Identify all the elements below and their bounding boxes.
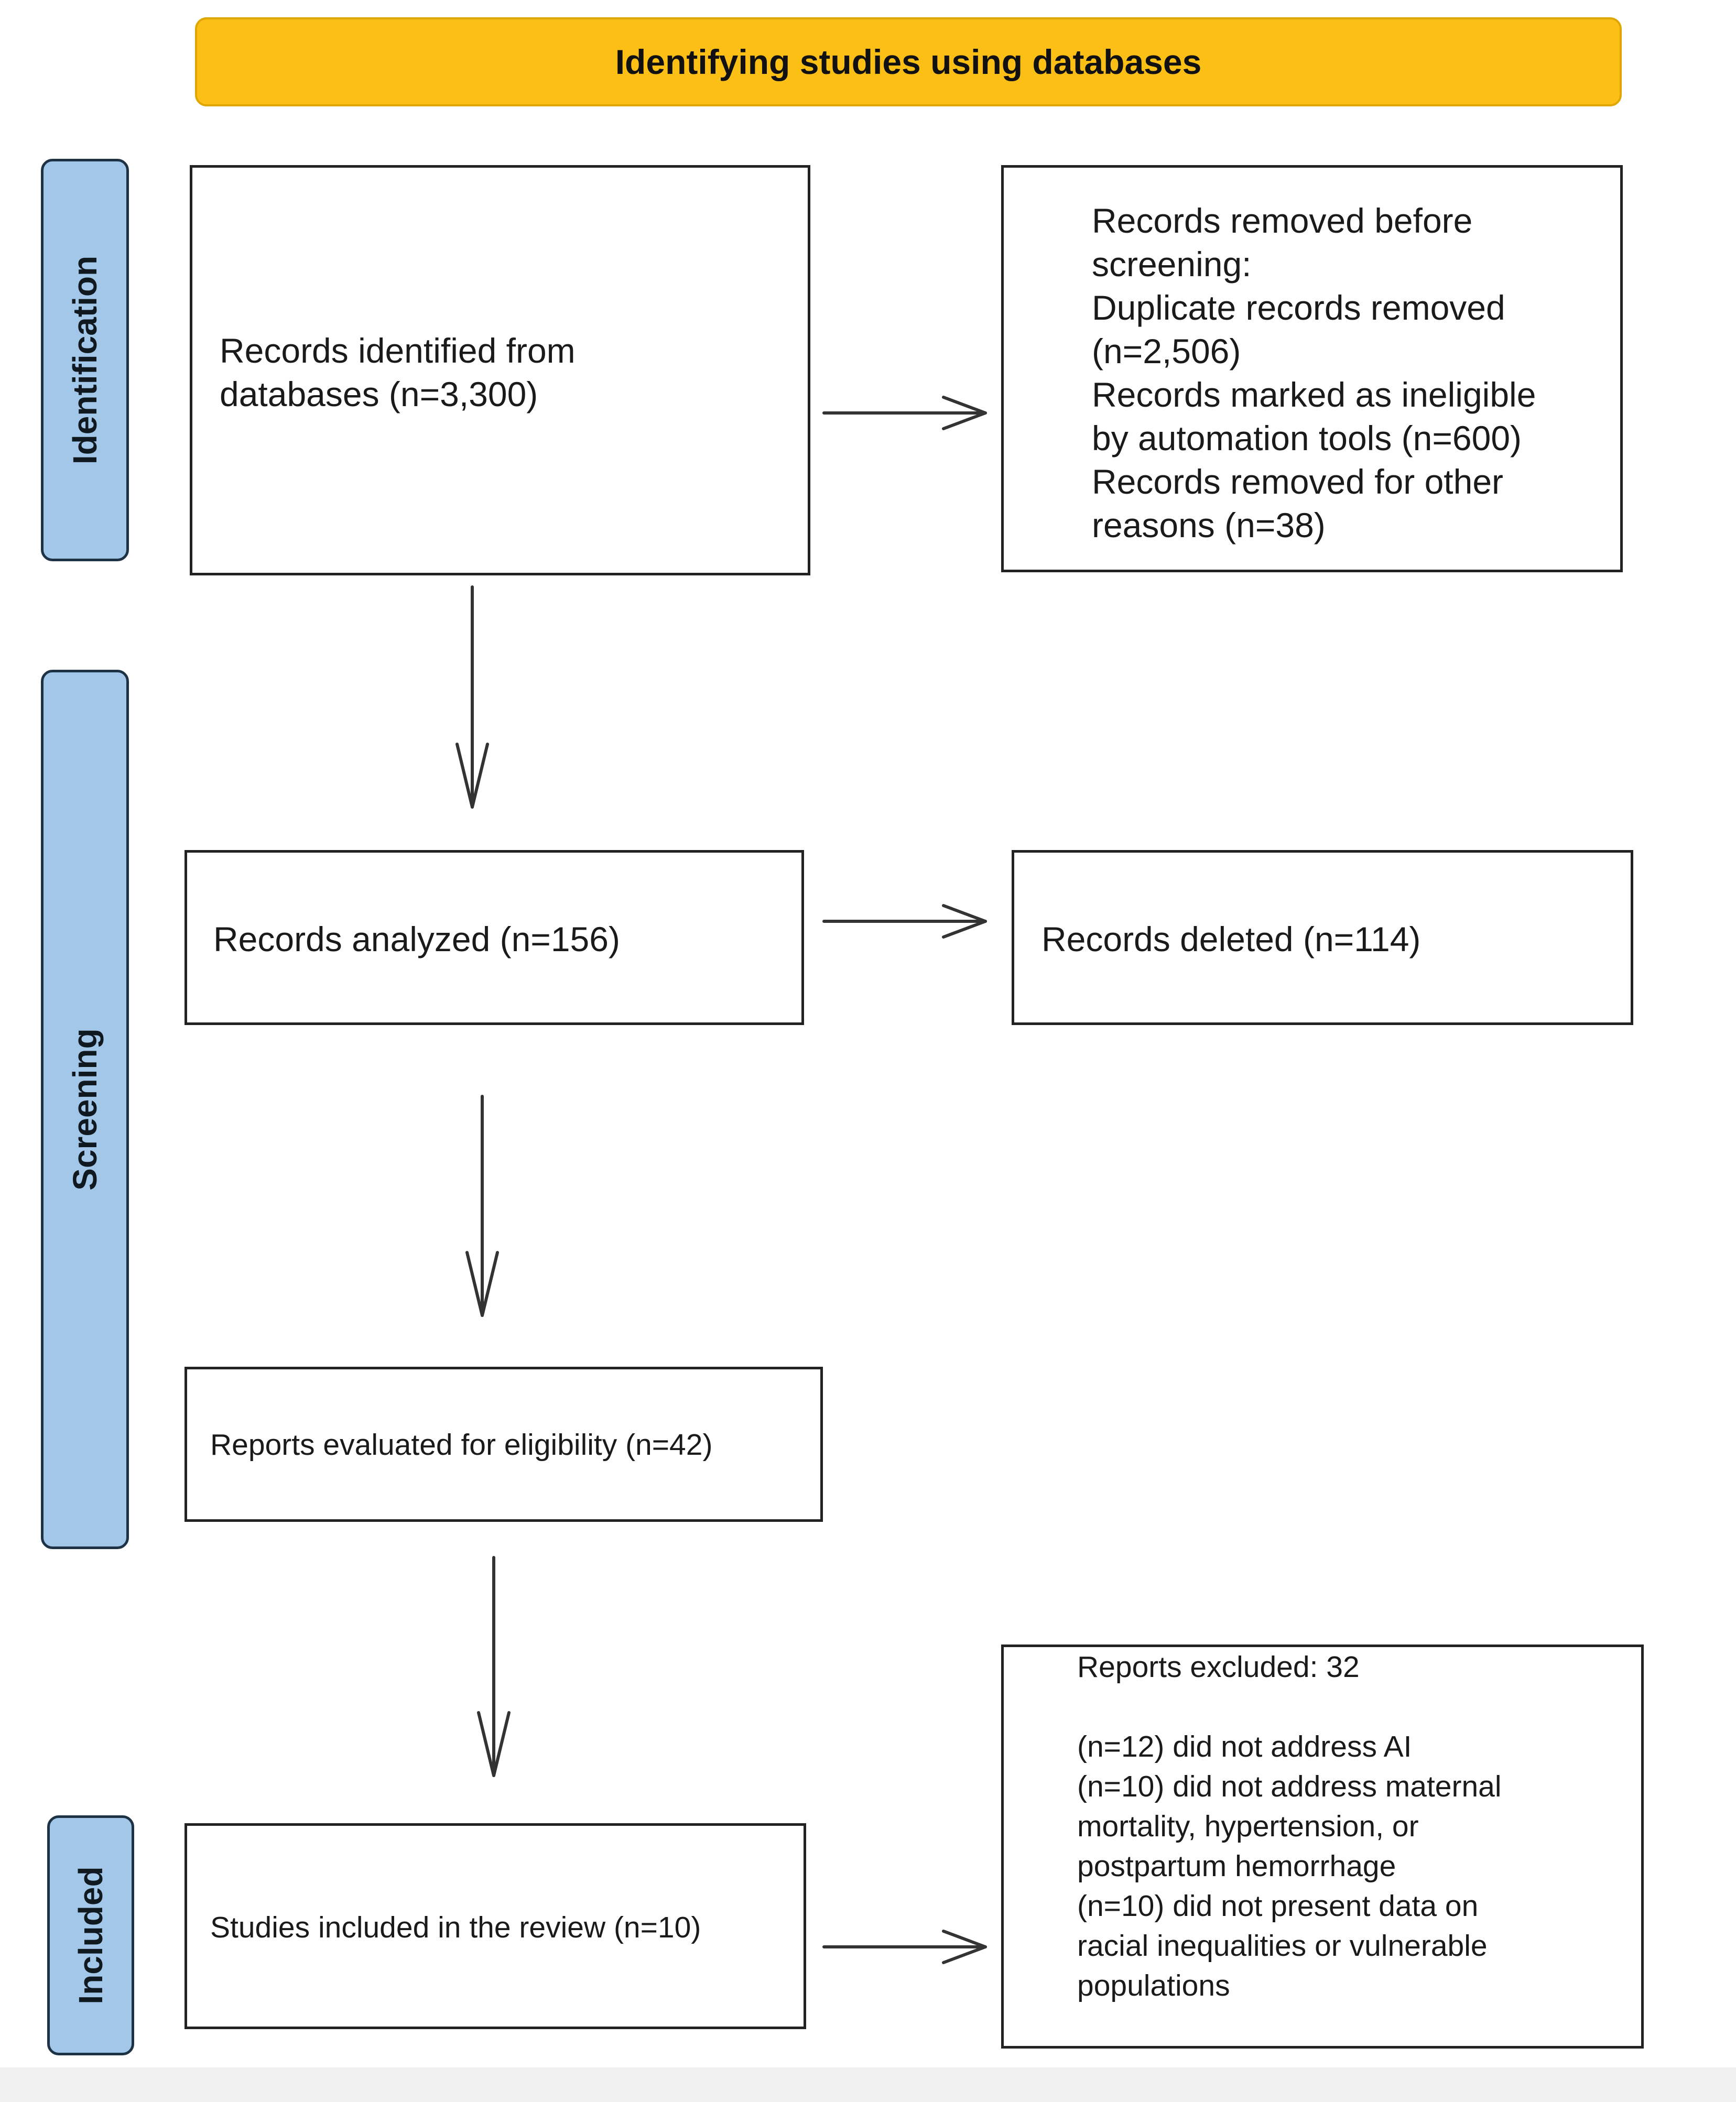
- diagram-header: Identifying studies using databases: [195, 17, 1622, 106]
- bottom-strip: [0, 2067, 1736, 2102]
- records-removed-line: Duplicate records removed: [1092, 288, 1505, 327]
- reports-excluded-line: postpartum hemorrhage: [1077, 1849, 1396, 1883]
- header-title: Identifying studies using databases: [615, 42, 1202, 81]
- records-identified-line: Records identified from: [220, 331, 576, 370]
- reports-excluded-line: mortality, hypertension, or: [1077, 1810, 1419, 1843]
- records-identified-text: Records identified from databases (n=3,3…: [220, 329, 576, 416]
- records-removed-line: Records marked as ineligible: [1092, 375, 1536, 414]
- records-removed-box: Records removed before screening: Duplic…: [1001, 165, 1623, 572]
- arrow-right: [822, 1930, 987, 1964]
- arrow-right: [822, 904, 987, 939]
- records-deleted-text: Records deleted (n=114): [1041, 920, 1421, 959]
- records-removed-line: reasons (n=38): [1092, 506, 1326, 544]
- records-identified-box: Records identified from databases (n=3,3…: [190, 165, 810, 575]
- phase-identification: Identification: [41, 159, 129, 561]
- phase-included: Included: [47, 1815, 134, 2055]
- studies-included-box: Studies included in the review (n=10): [185, 1823, 806, 2029]
- studies-included-text: Studies included in the review (n=10): [210, 1911, 701, 1944]
- records-removed-line: screening:: [1092, 245, 1252, 284]
- reports-excluded-box: Reports excluded: 32 (n=12) did not addr…: [1001, 1644, 1644, 2049]
- reports-evaluated-box: Reports evaluated for eligibility (n=42): [185, 1367, 823, 1522]
- records-identified-line: databases (n=3,300): [220, 375, 538, 413]
- records-analyzed-text: Records analyzed (n=156): [213, 920, 620, 959]
- records-removed-line: Records removed for other: [1092, 462, 1504, 501]
- reports-excluded-line: populations: [1077, 1969, 1230, 2002]
- arrow-down: [477, 1556, 511, 1777]
- reports-excluded-line: (n=10) did not address maternal: [1077, 1770, 1502, 1803]
- phase-screening: Screening: [41, 670, 129, 1549]
- records-removed-line: (n=2,506): [1092, 332, 1241, 371]
- reports-excluded-text: Reports excluded: 32 (n=12) did not addr…: [1077, 1647, 1502, 2006]
- records-removed-line: by automation tools (n=600): [1092, 419, 1522, 458]
- reports-excluded-line: (n=12) did not address AI: [1077, 1730, 1412, 1763]
- reports-excluded-line: racial inequalities or vulnerable: [1077, 1929, 1488, 1963]
- reports-evaluated-text: Reports evaluated for eligibility (n=42): [210, 1428, 713, 1462]
- records-analyzed-box: Records analyzed (n=156): [185, 850, 804, 1025]
- arrow-down: [455, 585, 489, 809]
- reports-excluded-line: (n=10) did not present data on: [1077, 1889, 1479, 1923]
- arrow-right: [822, 396, 987, 430]
- records-removed-text: Records removed before screening: Duplic…: [1092, 199, 1536, 547]
- arrow-down: [465, 1095, 499, 1317]
- reports-excluded-line: Reports excluded: 32: [1077, 1650, 1360, 1684]
- records-removed-line: Records removed before: [1092, 201, 1473, 240]
- records-deleted-box: Records deleted (n=114): [1012, 850, 1633, 1025]
